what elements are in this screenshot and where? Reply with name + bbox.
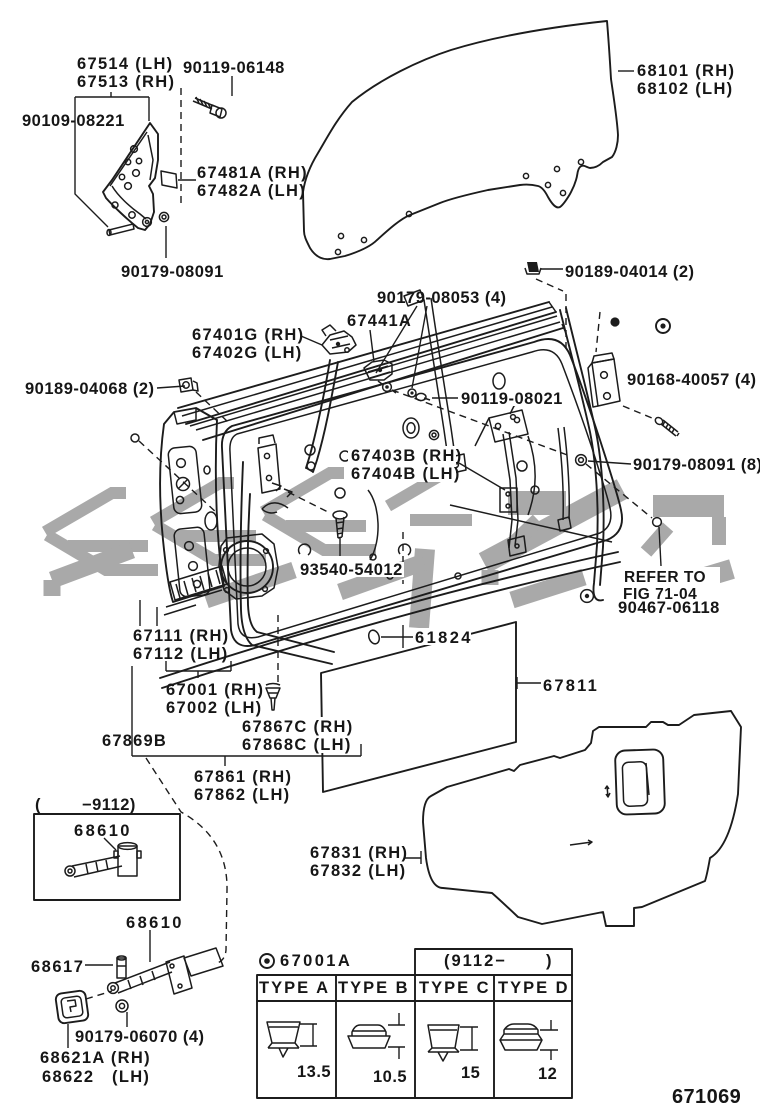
svg-text:671069: 671069: [672, 1086, 741, 1108]
svg-text:90189-04068 (2): 90189-04068 (2): [25, 380, 155, 398]
svg-text:67404B (LH): 67404B (LH): [351, 465, 461, 483]
svg-text:90189-04014 (2): 90189-04014 (2): [565, 263, 695, 281]
svg-text:FIG 71-04: FIG 71-04: [623, 586, 697, 603]
svg-text:68610: 68610: [126, 914, 184, 932]
svg-text:13.5: 13.5: [297, 1063, 331, 1081]
svg-text:68622 (LH): 68622 (LH): [42, 1068, 150, 1086]
svg-text:68610: 68610: [74, 822, 132, 840]
svg-text:68102 (LH): 68102 (LH): [637, 80, 733, 98]
svg-text:67111 (RH): 67111 (RH): [133, 627, 229, 645]
svg-text:(9112−: (9112−: [444, 952, 507, 970]
svg-text:67514 (LH): 67514 (LH): [77, 55, 173, 73]
svg-text:TYPE A: TYPE A: [259, 979, 330, 997]
svg-text:67002 (LH): 67002 (LH): [166, 699, 262, 717]
svg-text:90119-08021: 90119-08021: [461, 390, 563, 408]
svg-text:67869B: 67869B: [102, 732, 167, 750]
svg-text:93540-54012: 93540-54012: [300, 561, 403, 579]
svg-text:67811: 67811: [543, 677, 599, 695]
svg-text:90179-06070 (4): 90179-06070 (4): [75, 1028, 205, 1046]
svg-text:68617: 68617: [31, 958, 84, 976]
svg-text:90109-08221: 90109-08221: [22, 112, 125, 130]
svg-text:61824: 61824: [415, 629, 473, 647]
svg-text:67402G (LH): 67402G (LH): [192, 344, 303, 362]
svg-text:REFER TO: REFER TO: [624, 569, 706, 586]
svg-text:TYPE B: TYPE B: [338, 979, 410, 997]
svg-text:90168-40057 (4): 90168-40057 (4): [627, 371, 757, 389]
svg-text:67482A (LH): 67482A (LH): [197, 182, 306, 200]
svg-text:67401G (RH): 67401G (RH): [192, 326, 304, 344]
svg-text:67868C (LH): 67868C (LH): [242, 736, 352, 754]
svg-text:67441A: 67441A: [347, 312, 412, 330]
svg-text:67513 (RH): 67513 (RH): [77, 73, 175, 91]
svg-text:67403B (RH): 67403B (RH): [351, 447, 463, 465]
svg-text:67831 (RH): 67831 (RH): [310, 844, 408, 862]
svg-text:15: 15: [461, 1064, 480, 1082]
svg-text:): ): [546, 952, 552, 970]
svg-text:67001A: 67001A: [280, 952, 352, 970]
svg-text:90179-08091: 90179-08091: [121, 263, 224, 281]
svg-text:90119-06148: 90119-06148: [183, 59, 285, 77]
svg-text:90179-08091 (8): 90179-08091 (8): [633, 456, 760, 474]
svg-text:TYPE D: TYPE D: [498, 979, 570, 997]
svg-text:67867C (RH): 67867C (RH): [242, 718, 354, 736]
svg-text:67862 (LH): 67862 (LH): [194, 786, 290, 804]
svg-text:TYPE C: TYPE C: [419, 979, 491, 997]
svg-text:67861 (RH): 67861 (RH): [194, 768, 292, 786]
svg-text:67001 (RH): 67001 (RH): [166, 681, 264, 699]
svg-text:−9112): −9112): [82, 796, 136, 814]
svg-text:67481A (RH): 67481A (RH): [197, 164, 308, 182]
svg-text:67832 (LH): 67832 (LH): [310, 862, 406, 880]
svg-text:67112 (LH): 67112 (LH): [133, 645, 229, 663]
svg-text:12: 12: [538, 1065, 557, 1083]
svg-text:90467-06118: 90467-06118: [618, 599, 720, 617]
svg-text:(: (: [35, 796, 41, 814]
svg-text:90179-08053 (4): 90179-08053 (4): [377, 289, 507, 307]
svg-text:68101 (RH): 68101 (RH): [637, 62, 735, 80]
svg-text:68621A (RH): 68621A (RH): [40, 1049, 151, 1067]
svg-text:10.5: 10.5: [373, 1068, 407, 1086]
